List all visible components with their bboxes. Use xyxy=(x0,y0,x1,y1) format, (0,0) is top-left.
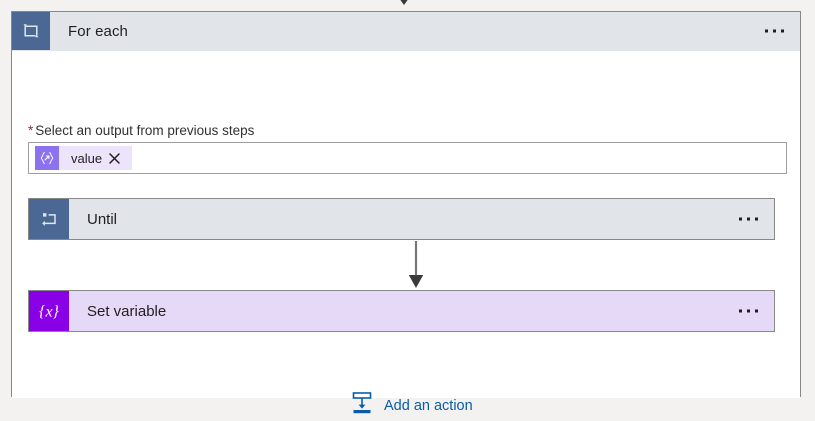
foreach-loop-icon xyxy=(12,12,50,50)
add-an-action-button[interactable]: Add an action xyxy=(349,390,473,421)
add-an-action-label: Add an action xyxy=(384,397,473,414)
incoming-connector-arrow xyxy=(400,0,408,5)
action-card-until[interactable]: Until xyxy=(28,198,775,240)
for-each-title: For each xyxy=(68,22,128,40)
more-dot xyxy=(781,29,784,33)
until-loop-icon xyxy=(29,199,69,239)
more-dot xyxy=(755,309,758,313)
more-dot xyxy=(765,29,768,33)
action-card-set-variable-title: Set variable xyxy=(87,302,167,320)
action-card-set-variable[interactable]: {x} Set variable xyxy=(28,290,775,332)
for-each-scope-card[interactable]: For each *Select an output from previous… xyxy=(11,11,801,414)
connector-arrow xyxy=(408,241,424,288)
set-variable-icon: {x} xyxy=(29,291,69,331)
select-output-input[interactable]: value xyxy=(28,142,787,174)
select-output-label: *Select an output from previous steps xyxy=(28,123,254,138)
for-each-body: *Select an output from previous steps va… xyxy=(12,51,800,414)
select-output-label-text: Select an output from previous steps xyxy=(35,123,255,138)
dynamic-content-icon xyxy=(35,146,59,170)
more-dot xyxy=(747,217,750,221)
dynamic-content-token-label: value xyxy=(71,150,103,166)
more-dot xyxy=(739,309,742,313)
more-dot xyxy=(755,217,758,221)
remove-token-icon[interactable] xyxy=(109,152,132,164)
required-marker: * xyxy=(28,123,34,138)
action-card-until-title: Until xyxy=(87,210,118,228)
more-dot xyxy=(773,29,776,33)
more-dot xyxy=(739,217,742,221)
svg-text:{x}: {x} xyxy=(39,304,60,321)
for-each-more-menu-button[interactable] xyxy=(761,24,788,39)
insert-action-icon xyxy=(349,390,375,421)
until-more-menu-button[interactable] xyxy=(735,212,762,227)
more-dot xyxy=(747,309,750,313)
dynamic-content-token[interactable]: value xyxy=(35,146,133,170)
for-each-header[interactable]: For each xyxy=(12,12,800,51)
set-variable-more-menu-button[interactable] xyxy=(735,304,762,319)
